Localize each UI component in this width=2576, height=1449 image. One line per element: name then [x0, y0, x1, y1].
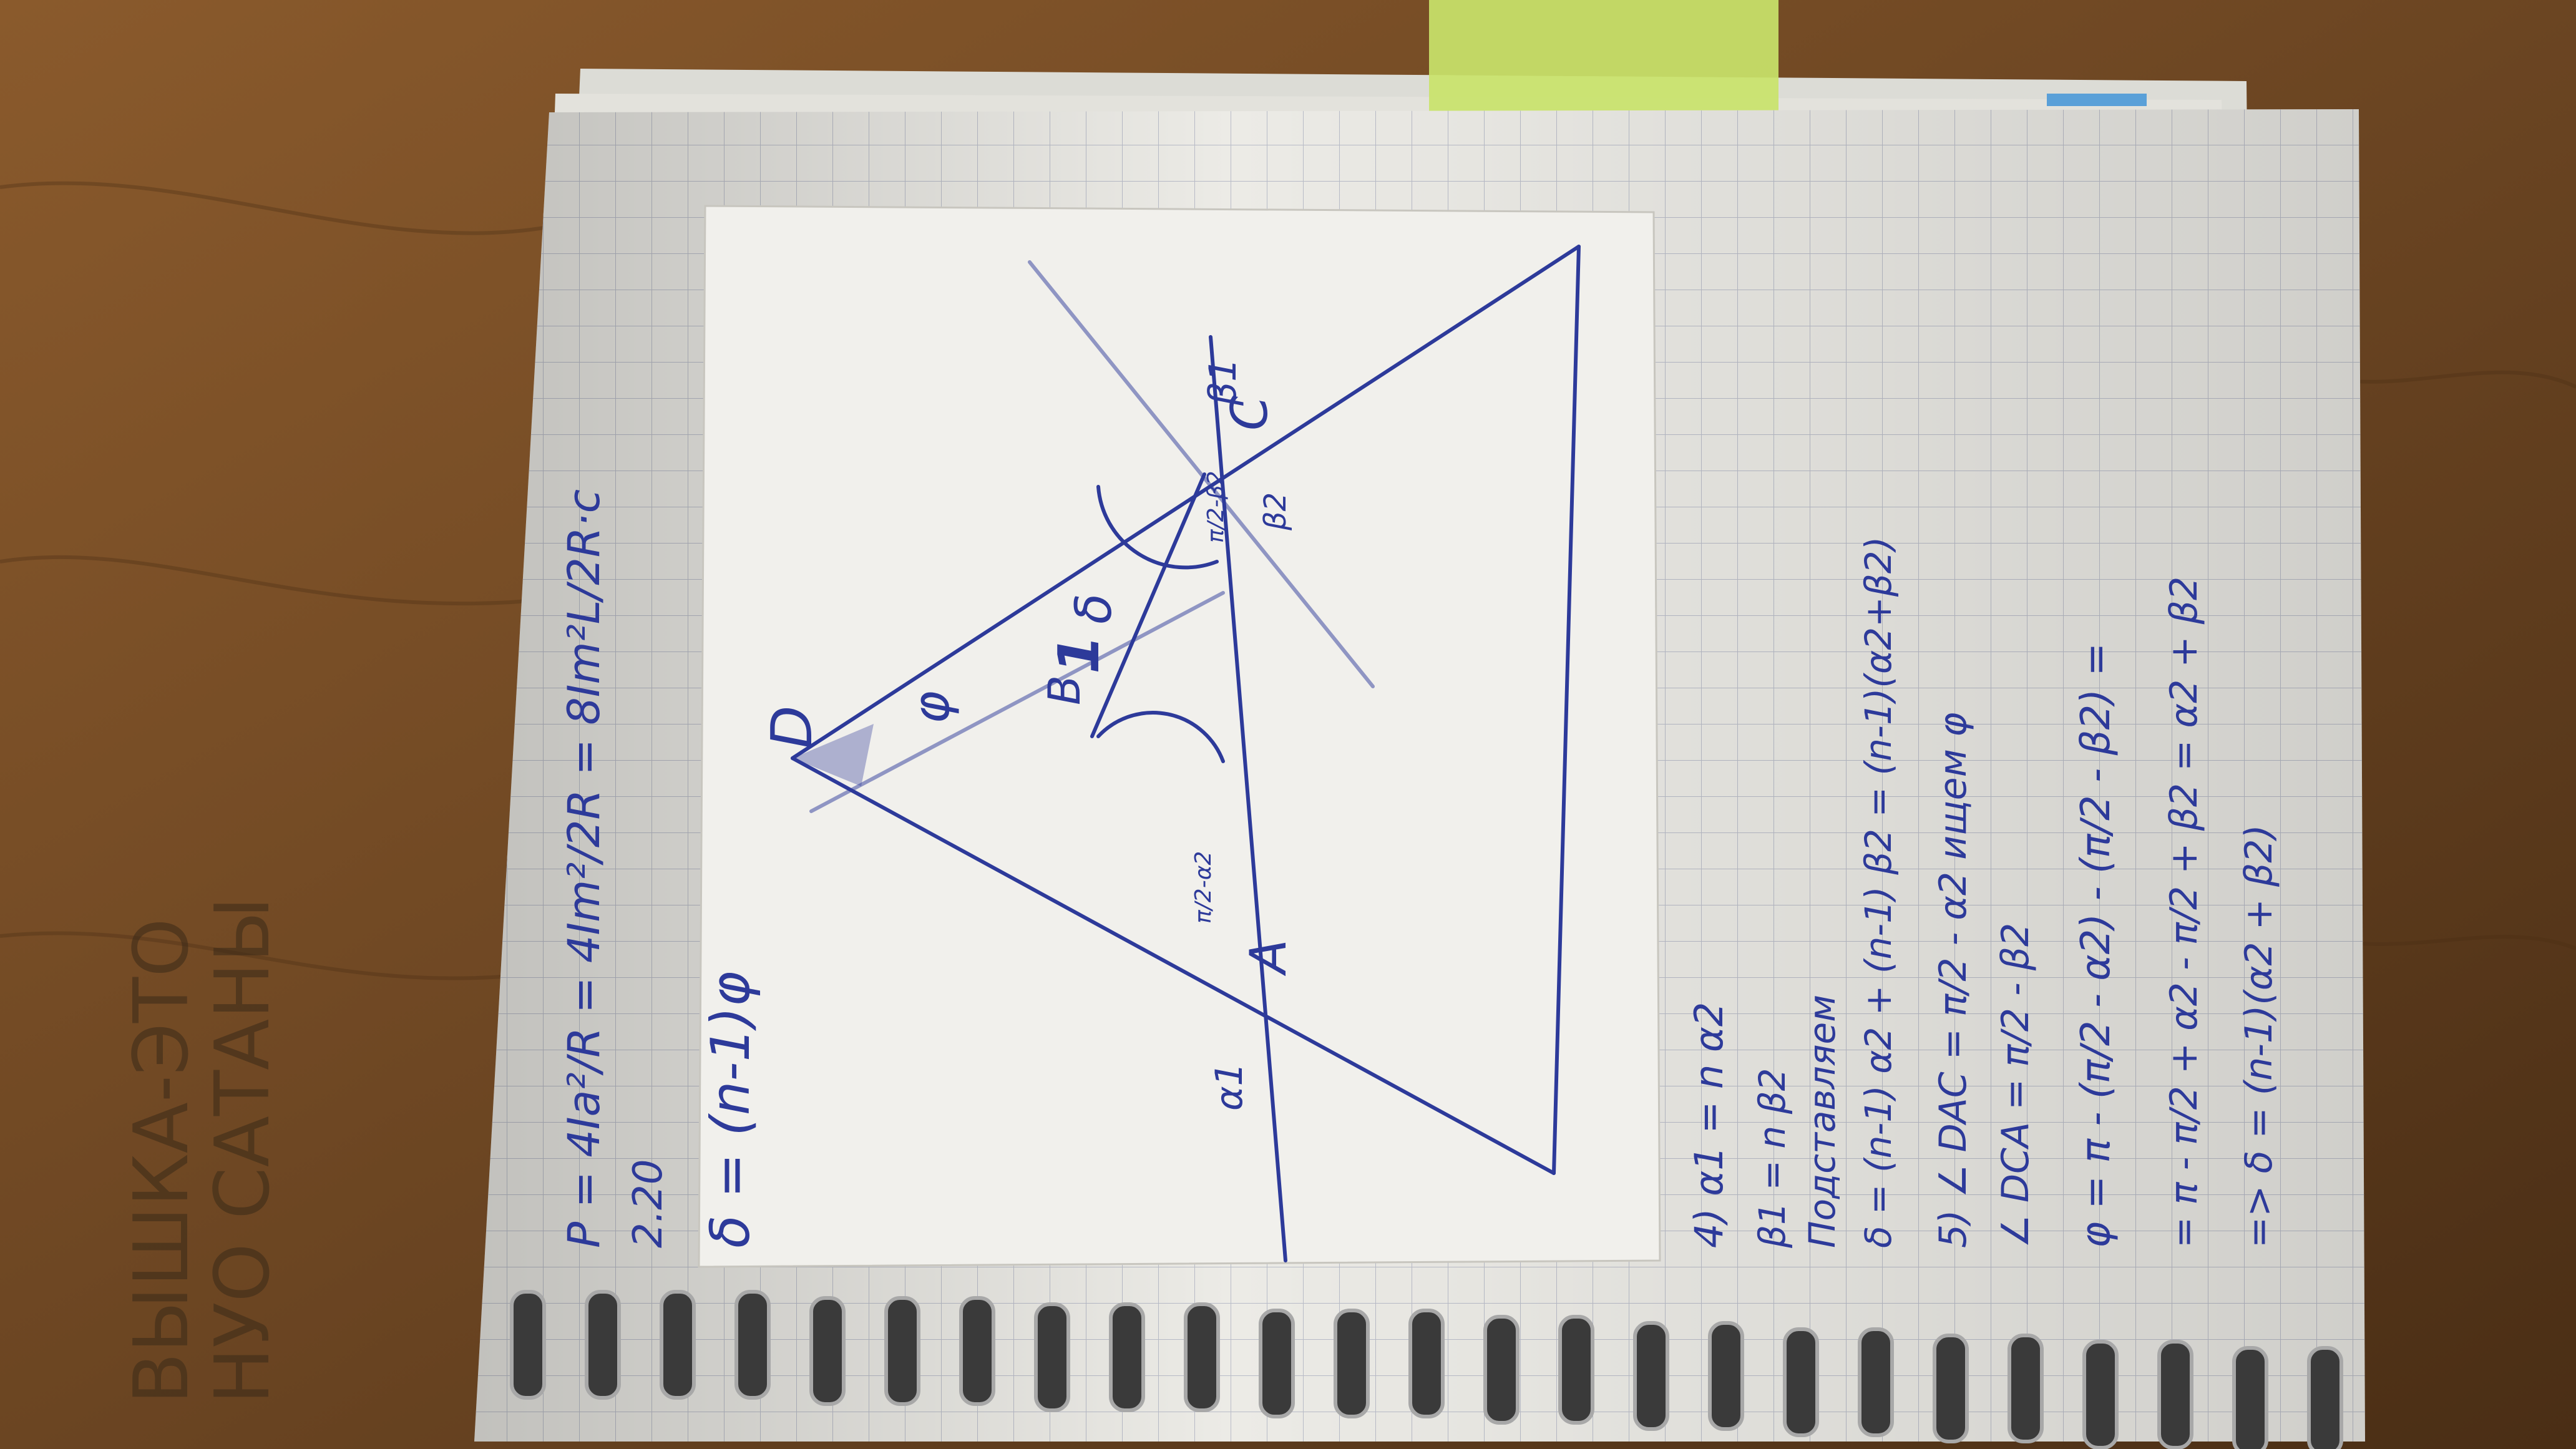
solution-line5: 5) ∠ DAC = π/2 - α2 ищем φ — [1931, 712, 1975, 1248]
sticky-note — [1429, 0, 1778, 115]
diagram-labels: D A C B φ δ α1 β1 β2 π/2-α2 π/2-β2 1 — [759, 358, 1297, 1111]
solution: 4) α1 = n α2 β1 = n β2 Подставляем δ = (… — [1686, 537, 2281, 1249]
solution-line8: = π - π/2 + α2 - π/2 + β2 = α2 + β2 — [2162, 577, 2206, 1248]
p-formula: P = 4Ia²/R = 4Im²/2R = 8Im²L/2R·c — [559, 489, 610, 1248]
label-A: A — [1239, 939, 1297, 977]
solution-line2: β1 = n β2 — [1751, 1068, 1793, 1249]
label-B: B — [1039, 675, 1090, 705]
solution-line1: 4) α1 = n α2 — [1686, 1002, 1732, 1248]
solution-line3: Подставляем — [1801, 995, 1843, 1248]
prism-edge-DA — [791, 756, 1556, 1175]
normal-line-A — [809, 591, 1225, 813]
normal-line-C — [1028, 260, 1375, 688]
label-alpha1: α1 — [1208, 1062, 1251, 1111]
ray-deviation — [1090, 472, 1206, 738]
desk-scrawl: ВЫШКА-ЭТО НУО САТАНЫ — [119, 897, 286, 1404]
prism-edge-DC — [791, 245, 1581, 760]
label-D: D — [759, 706, 825, 749]
label-C: C — [1221, 396, 1279, 431]
solution-line4: δ = (n-1) α2 + (n-1) β2 = (n-1)(α2+β2) — [1857, 537, 1900, 1248]
label-delta: δ — [1065, 593, 1123, 624]
prism-diagram — [791, 245, 1581, 1262]
solution-line6: ∠ DCA = π/2 - β2 — [1994, 923, 2037, 1248]
answer-label: 2.20 — [625, 1159, 671, 1249]
label-alpha-mid: π/2-α2 — [1191, 851, 1216, 924]
label-beta-mid: π/2-β2 — [1203, 471, 1229, 543]
label-beta2: β2 — [1258, 492, 1293, 531]
delta-formula: δ = (n-1)φ — [700, 972, 762, 1248]
angle-arc-C — [1096, 485, 1219, 570]
solution-line7: φ = π - (π/2 - α2) - (π/2 - β2) = — [2073, 643, 2119, 1248]
folded-sheet — [698, 205, 1661, 1268]
sticky-note-tab — [2047, 94, 2147, 106]
solution-line9: => δ = (n-1)(α2 + β2) — [2237, 824, 2281, 1248]
angle-arc-A — [1096, 711, 1225, 763]
desk-scrawl-line2: НУО САТАНЫ — [200, 897, 286, 1404]
desk-scrawl-line1: ВЫШКА-ЭТО — [119, 918, 205, 1404]
label-beta1: β1 — [1201, 358, 1245, 406]
light-ray — [1209, 335, 1287, 1262]
prism-base — [1552, 245, 1581, 1175]
angle-phi-hatch — [793, 724, 874, 786]
label-phi: φ — [902, 691, 960, 724]
top-formulas: P = 4Ia²/R = 4Im²/2R = 8Im²L/2R·c 2.20 δ… — [559, 489, 762, 1248]
label-marker: 1 — [1046, 635, 1112, 674]
spiral-binding — [510, 1290, 2343, 1449]
